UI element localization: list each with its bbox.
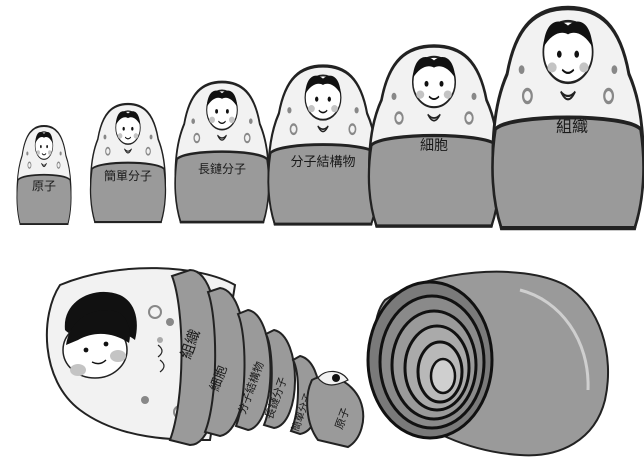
nested-dolls: 組織 細胞 分子結構物 長鏈分子 簡單分子 原子 <box>47 268 363 447</box>
doll-6-label: 組織 <box>556 117 588 136</box>
nested-smallest-doll <box>307 371 363 447</box>
doll-1-label: 原子 <box>32 179 56 193</box>
doll-3 <box>175 82 269 222</box>
doll-2-label: 簡單分子 <box>104 168 152 183</box>
open-shell <box>368 272 608 456</box>
doll-row: 原子 簡單分子 長鏈分子 分子結構物 細胞 組織 <box>17 8 644 228</box>
doll-5 <box>369 46 499 226</box>
doll-1 <box>17 126 71 224</box>
doll-4 <box>268 66 377 224</box>
doll-4-label: 分子結構物 <box>290 155 355 170</box>
doll-3-label: 長鏈分子 <box>198 161 246 176</box>
shell-rim-6 <box>431 359 455 393</box>
doll-5-label: 細胞 <box>420 138 448 154</box>
doll-2 <box>91 104 166 222</box>
